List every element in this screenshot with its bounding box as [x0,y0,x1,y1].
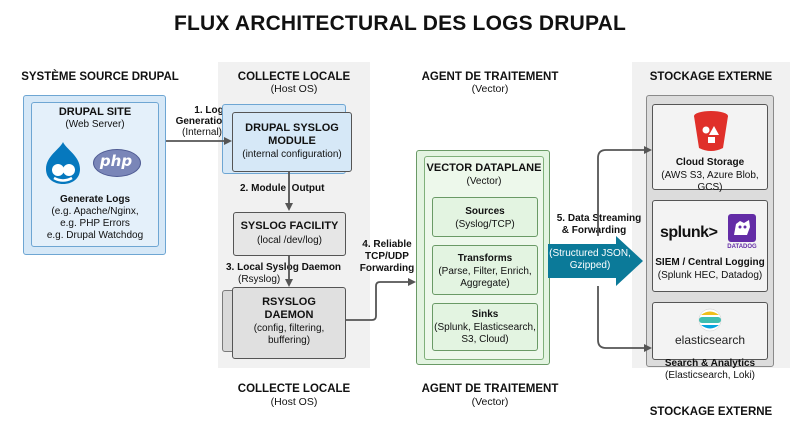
generate-logs-line-1: (e.g. Apache/Nginx, [51,206,139,217]
collect-column-footer: COLLECTE LOCALE [237,383,351,395]
agent-column-footer: AGENT DE TRAITEMENT [421,383,559,395]
step-4-line-2: TCP/UDP [365,251,409,262]
step-3-label: 3. Local Syslog Daemon [226,262,342,273]
drupal-site-title: DRUPAL SITE [58,106,132,118]
vector-sources-title: Sources [465,206,505,217]
arrow-to-cloud [597,146,652,236]
rsyslog-sub-1: (config, filtering, [253,323,325,334]
aws-s3-bucket-icon [694,111,728,151]
syslog-facility-sub: (local /dev/log) [256,235,323,246]
vector-sinks-sub-1: (Splunk, Elasticsearch, [434,322,536,333]
drupal-drop-icon [46,142,80,184]
cloud-storage-title: Cloud Storage [675,157,745,168]
vector-sub: (Vector) [466,176,502,187]
syslog-module-sub: (internal configuration) [242,149,342,160]
step-4-line-1: 4. Reliable [362,239,412,250]
step-5-line-1: 5. Data Streaming [556,213,642,224]
vector-transforms-title: Transforms [457,253,513,264]
step-5-sub-1: (Structured JSON, [549,248,631,259]
syslog-module-title-2: MODULE [268,135,316,147]
diagram-title: FLUX ARCHITECTURAL DES LOGS DRUPAL [173,12,627,35]
agent-column-header: AGENT DE TRAITEMENT [421,71,559,83]
php-logo-text: php [99,152,133,170]
datadog-dog-icon [728,214,756,242]
vector-sinks-sub-2: S3, Cloud) [461,334,509,345]
rsyslog-box [232,287,346,359]
generate-logs-title: Generate Logs [59,194,131,205]
agent-column-footer-sub: (Vector) [471,396,509,408]
elasticsearch-logo-icon [698,308,722,332]
splunk-logo-text: splunk> [660,224,718,241]
search-title: Search & Analytics [664,358,756,369]
step-5-line-2: & Forwarding [561,225,627,236]
syslog-facility-box [233,212,346,256]
siem-sub: (Splunk HEC, Datadog) [657,270,763,281]
cloud-storage-sub: (AWS S3, Azure Blob, GCS) [661,170,759,193]
vector-title: VECTOR DATAPLANE [426,162,542,174]
storage-column-footer: STOCKAGE EXTERNE [649,406,773,418]
collect-column-footer-sub: (Host OS) [270,396,318,408]
rsyslog-title-1: RSYSLOG [262,296,316,308]
step-1-sub: (Internal) [181,127,222,138]
drupal-site-sub: (Web Server) [65,119,125,130]
vector-sources-box [432,197,538,237]
rsyslog-sub-2: buffering) [267,335,311,346]
step-1-title-2: Generation [175,116,229,127]
elasticsearch-logo-text: elasticsearch [674,333,746,347]
php-logo-icon [93,149,141,177]
generate-logs-line-2: e.g. PHP Errors [60,218,130,229]
step-1-title: 1. Log [194,105,224,116]
search-sub: (Elasticsearch, Loki) [664,370,756,381]
vector-transforms-sub-2: Aggregate) [460,278,510,289]
vector-sources-sub: (Syslog/TCP) [455,219,515,230]
generate-logs-line-3: e.g. Drupal Watchdog [46,230,144,241]
storage-column-header: STOCKAGE EXTERNE [649,71,773,83]
syslog-module-title-1: DRUPAL SYSLOG [245,122,339,134]
collect-column-header: COLLECTE LOCALE [237,71,351,83]
vector-sinks-box [432,303,538,351]
vector-sinks-title: Sinks [471,309,499,320]
siem-title: SIEM / Central Logging [655,257,765,268]
vector-transforms-box [432,245,538,295]
vector-transforms-sub-1: (Parse, Filter, Enrich, [438,266,532,277]
step-4-line-3: Forwarding [359,263,415,274]
arrow-step-4 [346,278,416,321]
step-2-label: 2. Module Output [240,183,325,194]
syslog-module-box [232,112,352,172]
collect-column-sub: (Host OS) [270,83,318,95]
step-3-sub: (Rsyslog) [238,274,281,285]
datadog-logo-text: DATADOG [727,244,757,250]
arrow-to-search [597,286,652,352]
rsyslog-title-2: DAEMON [264,309,314,321]
source-column-header: SYSTÈME SOURCE DRUPAL [21,71,179,83]
agent-column-sub: (Vector) [471,83,509,95]
syslog-facility-title: SYSLOG FACILITY [240,220,339,232]
streaming-arrow-icon [548,236,643,286]
step-5-sub-2: Gzipped) [569,260,611,271]
